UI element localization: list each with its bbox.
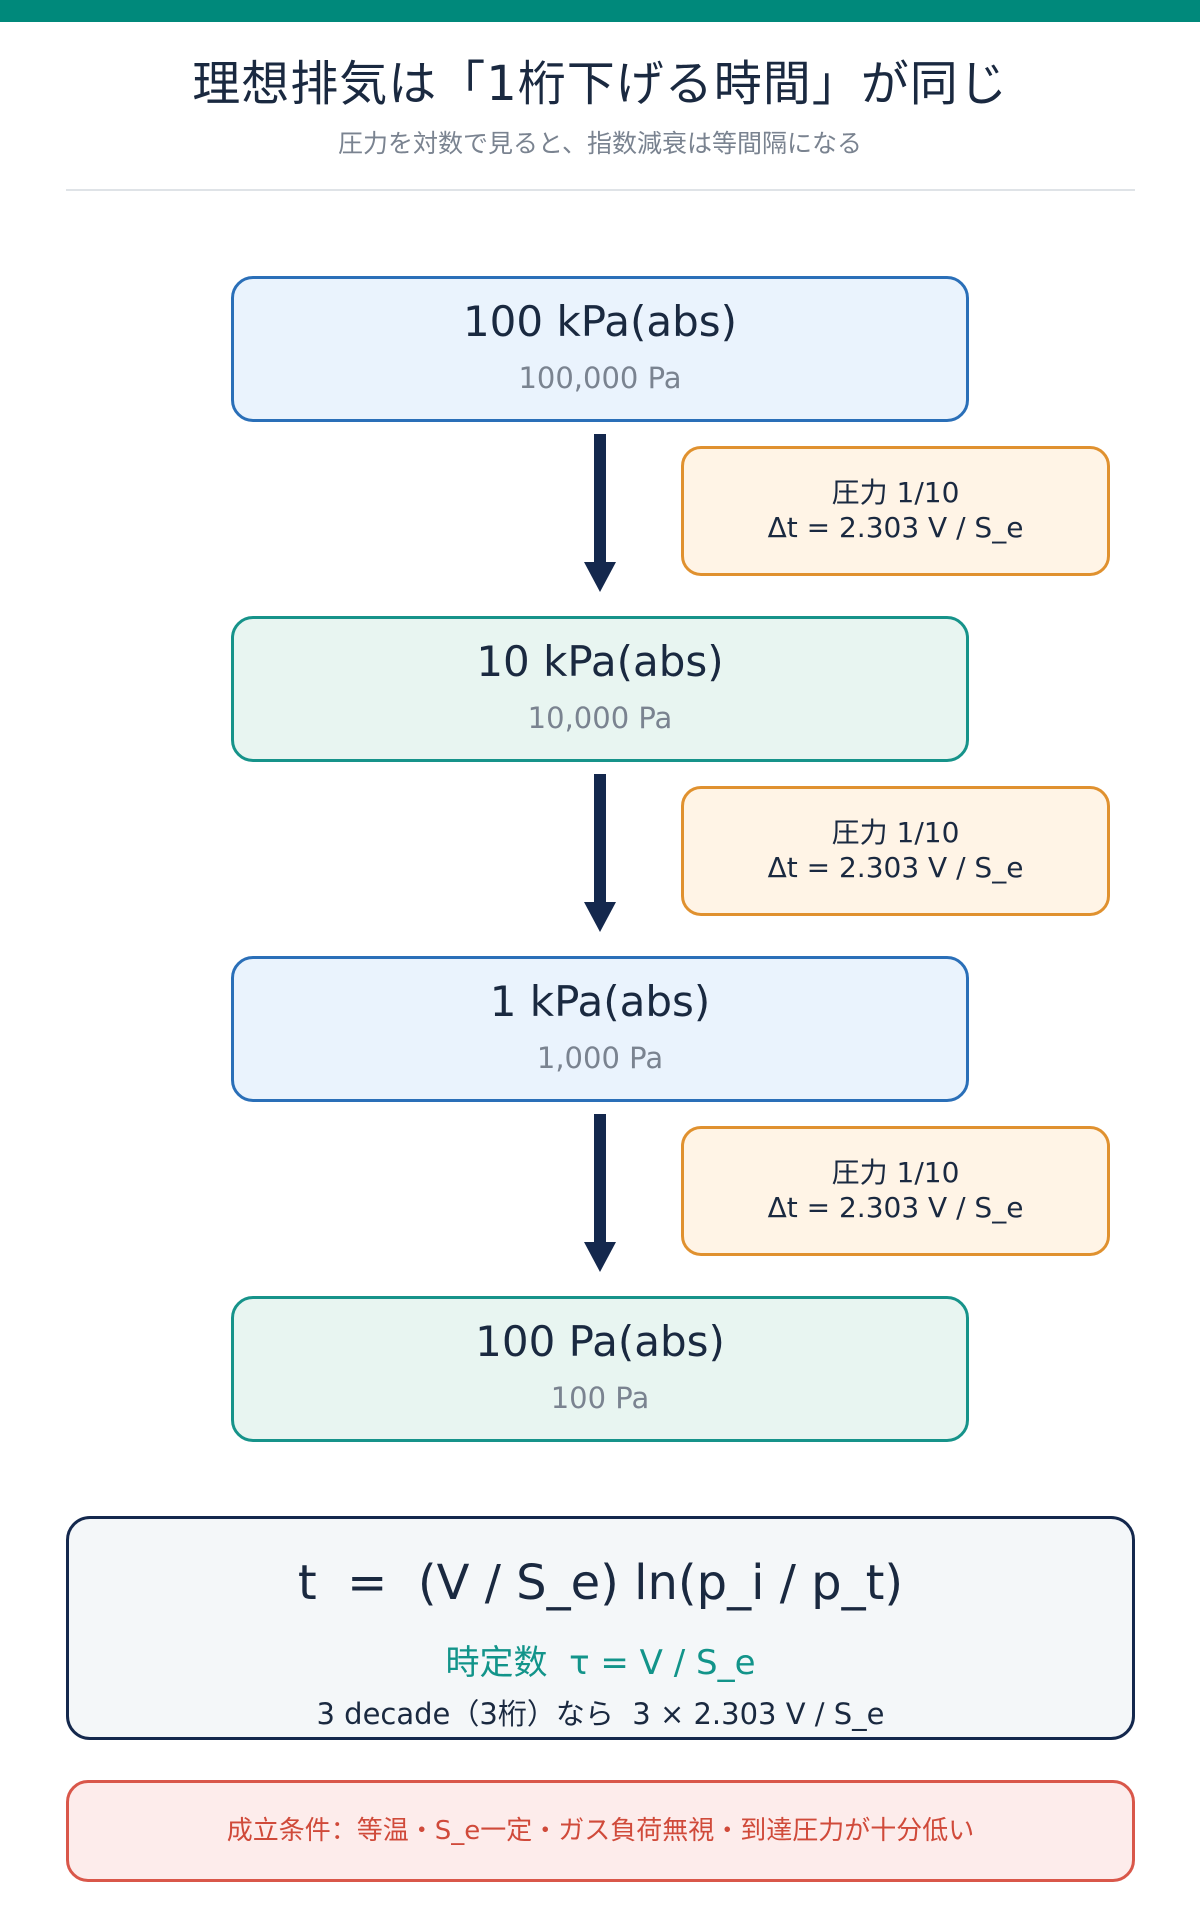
step-time: Δt = 2.303 V / S_e [767,511,1024,544]
stage-pascals: 1,000 Pa [536,1041,664,1075]
page-subtitle: 圧力を対数で見ると、指数減衰は等間隔になる [337,129,862,158]
decade-note: 3 decade（3桁）なら 3 × 2.303 V / S_e [316,1697,885,1731]
top-accent-bar [0,0,1200,22]
step-note: 圧力 1/10 Δt = 2.303 V / S_e [681,786,1110,916]
stage-box-100pa: 100 Pa(abs) 100 Pa [231,1296,969,1442]
stage-box-1kpa: 1 kPa(abs) 1,000 Pa [231,956,969,1102]
step-ratio: 圧力 1/10 [831,816,960,849]
step-note: 圧力 1/10 Δt = 2.303 V / S_e [681,446,1110,576]
conditions-box: 成立条件：等温・S_e一定・ガス負荷無視・到達圧力が十分低い [66,1780,1135,1882]
stage-pressure: 100 Pa(abs) [475,1317,725,1366]
step-note: 圧力 1/10 Δt = 2.303 V / S_e [681,1126,1110,1256]
stage-pressure: 100 kPa(abs) [462,297,738,346]
stage-pressure: 1 kPa(abs) [489,977,711,1026]
stage-box-10kpa: 10 kPa(abs) 10,000 Pa [231,616,969,762]
page-title: 理想排気は「1桁下げる時間」が同じ [192,56,1008,112]
step-ratio: 圧力 1/10 [831,1156,960,1189]
down-arrow-icon [584,1114,616,1274]
formula-box: t = (V / S_e) ln(p_i / p_t) 時定数 τ = V / … [66,1516,1135,1740]
time-constant: 時定数 τ = V / S_e [445,1643,756,1683]
stage-pascals: 100 Pa [550,1381,650,1415]
stage-pressure: 10 kPa(abs) [476,637,724,686]
step-time: Δt = 2.303 V / S_e [767,851,1024,884]
header-divider [66,189,1135,191]
formula-equation: t = (V / S_e) ln(p_i / p_t) [297,1555,904,1611]
down-arrow-icon [584,774,616,934]
step-ratio: 圧力 1/10 [831,476,960,509]
stage-pascals: 10,000 Pa [527,701,673,735]
down-arrow-icon [584,434,616,594]
step-time: Δt = 2.303 V / S_e [767,1191,1024,1224]
stage-box-100kpa: 100 kPa(abs) 100,000 Pa [231,276,969,422]
stage-pascals: 100,000 Pa [518,361,682,395]
